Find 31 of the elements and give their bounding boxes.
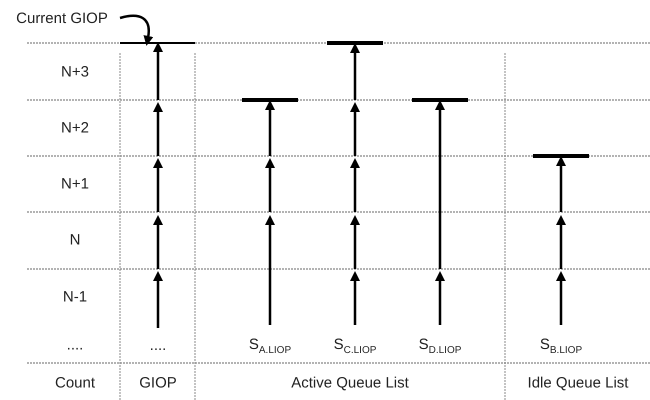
arrow bbox=[153, 271, 163, 328]
arrow bbox=[265, 215, 275, 325]
queue-label: S$_{B.LIOP}$ bbox=[529, 331, 593, 357]
arrow bbox=[265, 100, 275, 156]
arrow bbox=[350, 271, 360, 325]
arrow bbox=[153, 42, 163, 100]
queue-label: .... bbox=[138, 334, 178, 356]
arrow bbox=[556, 271, 566, 325]
row-label: N bbox=[70, 232, 80, 248]
level-bar bbox=[327, 41, 383, 45]
level-bar bbox=[412, 98, 468, 102]
arrow bbox=[120, 14, 154, 46]
queue-label: S$_{C.LIOP}$ bbox=[323, 331, 387, 357]
level-bar bbox=[533, 154, 589, 158]
column-label: Idle Queue List bbox=[528, 376, 628, 390]
column-label: Count bbox=[54, 376, 96, 390]
arrow bbox=[435, 100, 445, 269]
arrow bbox=[435, 271, 445, 325]
level-bar bbox=[242, 98, 298, 102]
arrow bbox=[556, 156, 566, 212]
pointer-label: Current GIOP bbox=[6, 6, 118, 30]
arrow bbox=[350, 43, 360, 100]
row-label: N-1 bbox=[62, 290, 88, 304]
queue-label: S$_{D.LIOP}$ bbox=[408, 331, 472, 357]
column-label: GIOP bbox=[139, 376, 177, 390]
row-label: N+2 bbox=[61, 120, 89, 136]
row-label: N+3 bbox=[61, 64, 89, 80]
queue-label: S$_{A.LIOP}$ bbox=[238, 331, 302, 357]
column-label: Active Queue List bbox=[291, 376, 409, 390]
row-label: N+1 bbox=[61, 176, 89, 192]
row-label: .... bbox=[66, 338, 84, 352]
